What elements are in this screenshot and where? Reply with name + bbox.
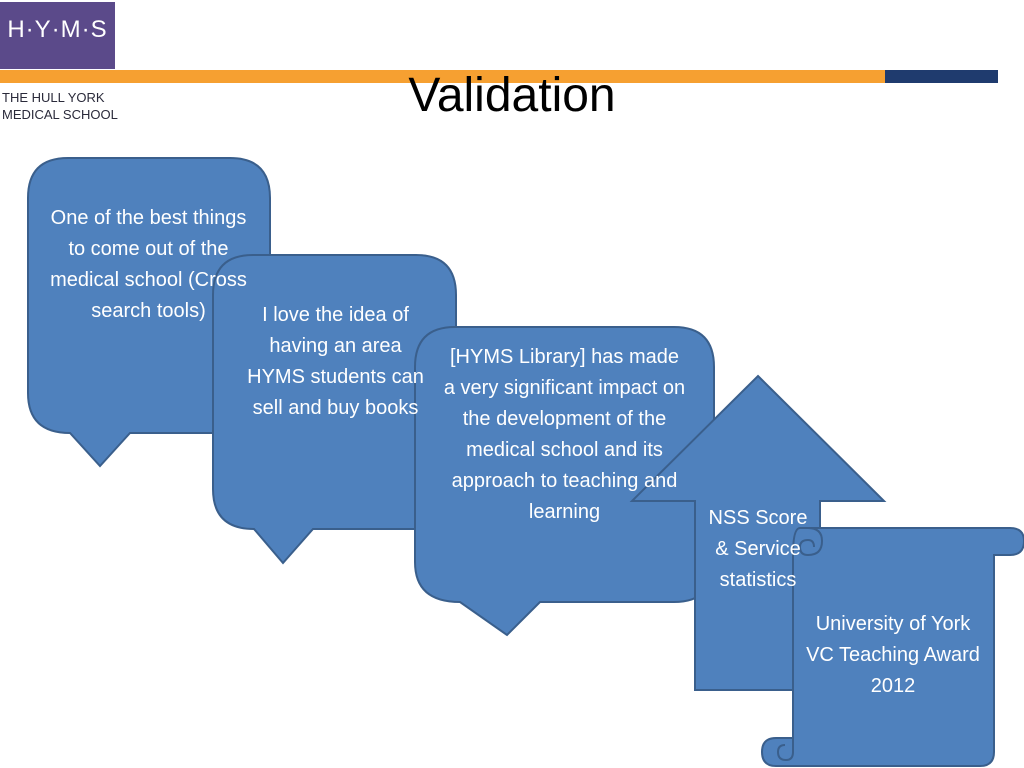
navy-header-bar: [885, 70, 998, 83]
orange-header-bar: [0, 70, 885, 83]
callout-text-1: One of the best things to come out of th…: [50, 207, 247, 322]
callout-bubble-2: [212, 254, 457, 565]
scroll-shape: [760, 527, 1024, 767]
logo-subtitle: THE HULL YORK MEDICAL SCHOOL: [2, 89, 142, 123]
callout-text-3: [HYMS Library] has made a very significa…: [443, 346, 686, 523]
scroll-text: University of York VC Teaching Award 201…: [806, 613, 980, 697]
callout-bubble-3: [414, 326, 715, 637]
logo-subtitle-line1: THE HULL YORK: [2, 90, 105, 105]
callout-text-2: I love the idea of having an area HYMS s…: [247, 304, 424, 419]
slide-title: Validation: [408, 69, 616, 122]
up-arrow-shape: [629, 374, 887, 691]
arrow-text: NSS Score & Service statistics: [708, 507, 808, 591]
logo-mark: H·Y·M·S: [7, 16, 108, 43]
callout-bubble-1: [27, 157, 271, 468]
hyms-logo: H·Y·M·S: [0, 2, 115, 69]
logo-subtitle-line2: MEDICAL SCHOOL: [2, 107, 118, 122]
